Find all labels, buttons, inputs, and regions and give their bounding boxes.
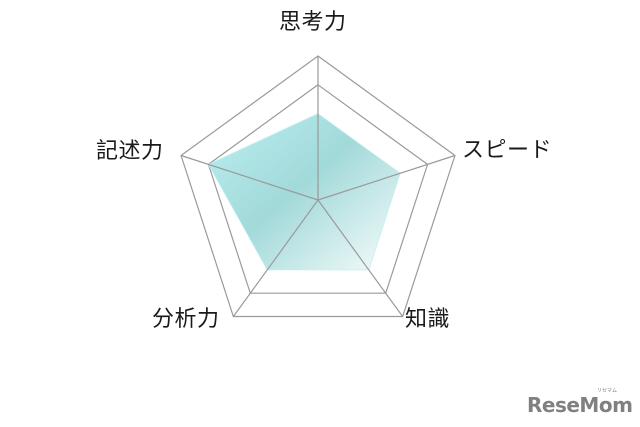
axis-spoke [180, 154, 319, 201]
axis-spoke [232, 199, 319, 317]
axis-label-writing: 記述力 [96, 139, 164, 164]
axis-label-speed: スピード [462, 138, 553, 163]
axis-label-thinking: 思考力 [279, 10, 347, 35]
grid-ring [207, 84, 429, 294]
radar-grid [180, 55, 456, 318]
radar-spokes [180, 56, 456, 317]
axis-label-analysis: 分析力 [152, 307, 220, 332]
axis-spoke [317, 199, 404, 317]
resemom-logo: ReseMom リセマム [527, 389, 633, 419]
axis-label-knowledge: 知識 [405, 307, 451, 332]
logo-ruby: リセマム [597, 388, 618, 394]
logo-dot [622, 410, 624, 412]
logo-text: ReseMom [527, 393, 633, 417]
data-polygon [207, 113, 401, 271]
grid-ring [180, 55, 456, 318]
axis-spoke [317, 154, 456, 201]
